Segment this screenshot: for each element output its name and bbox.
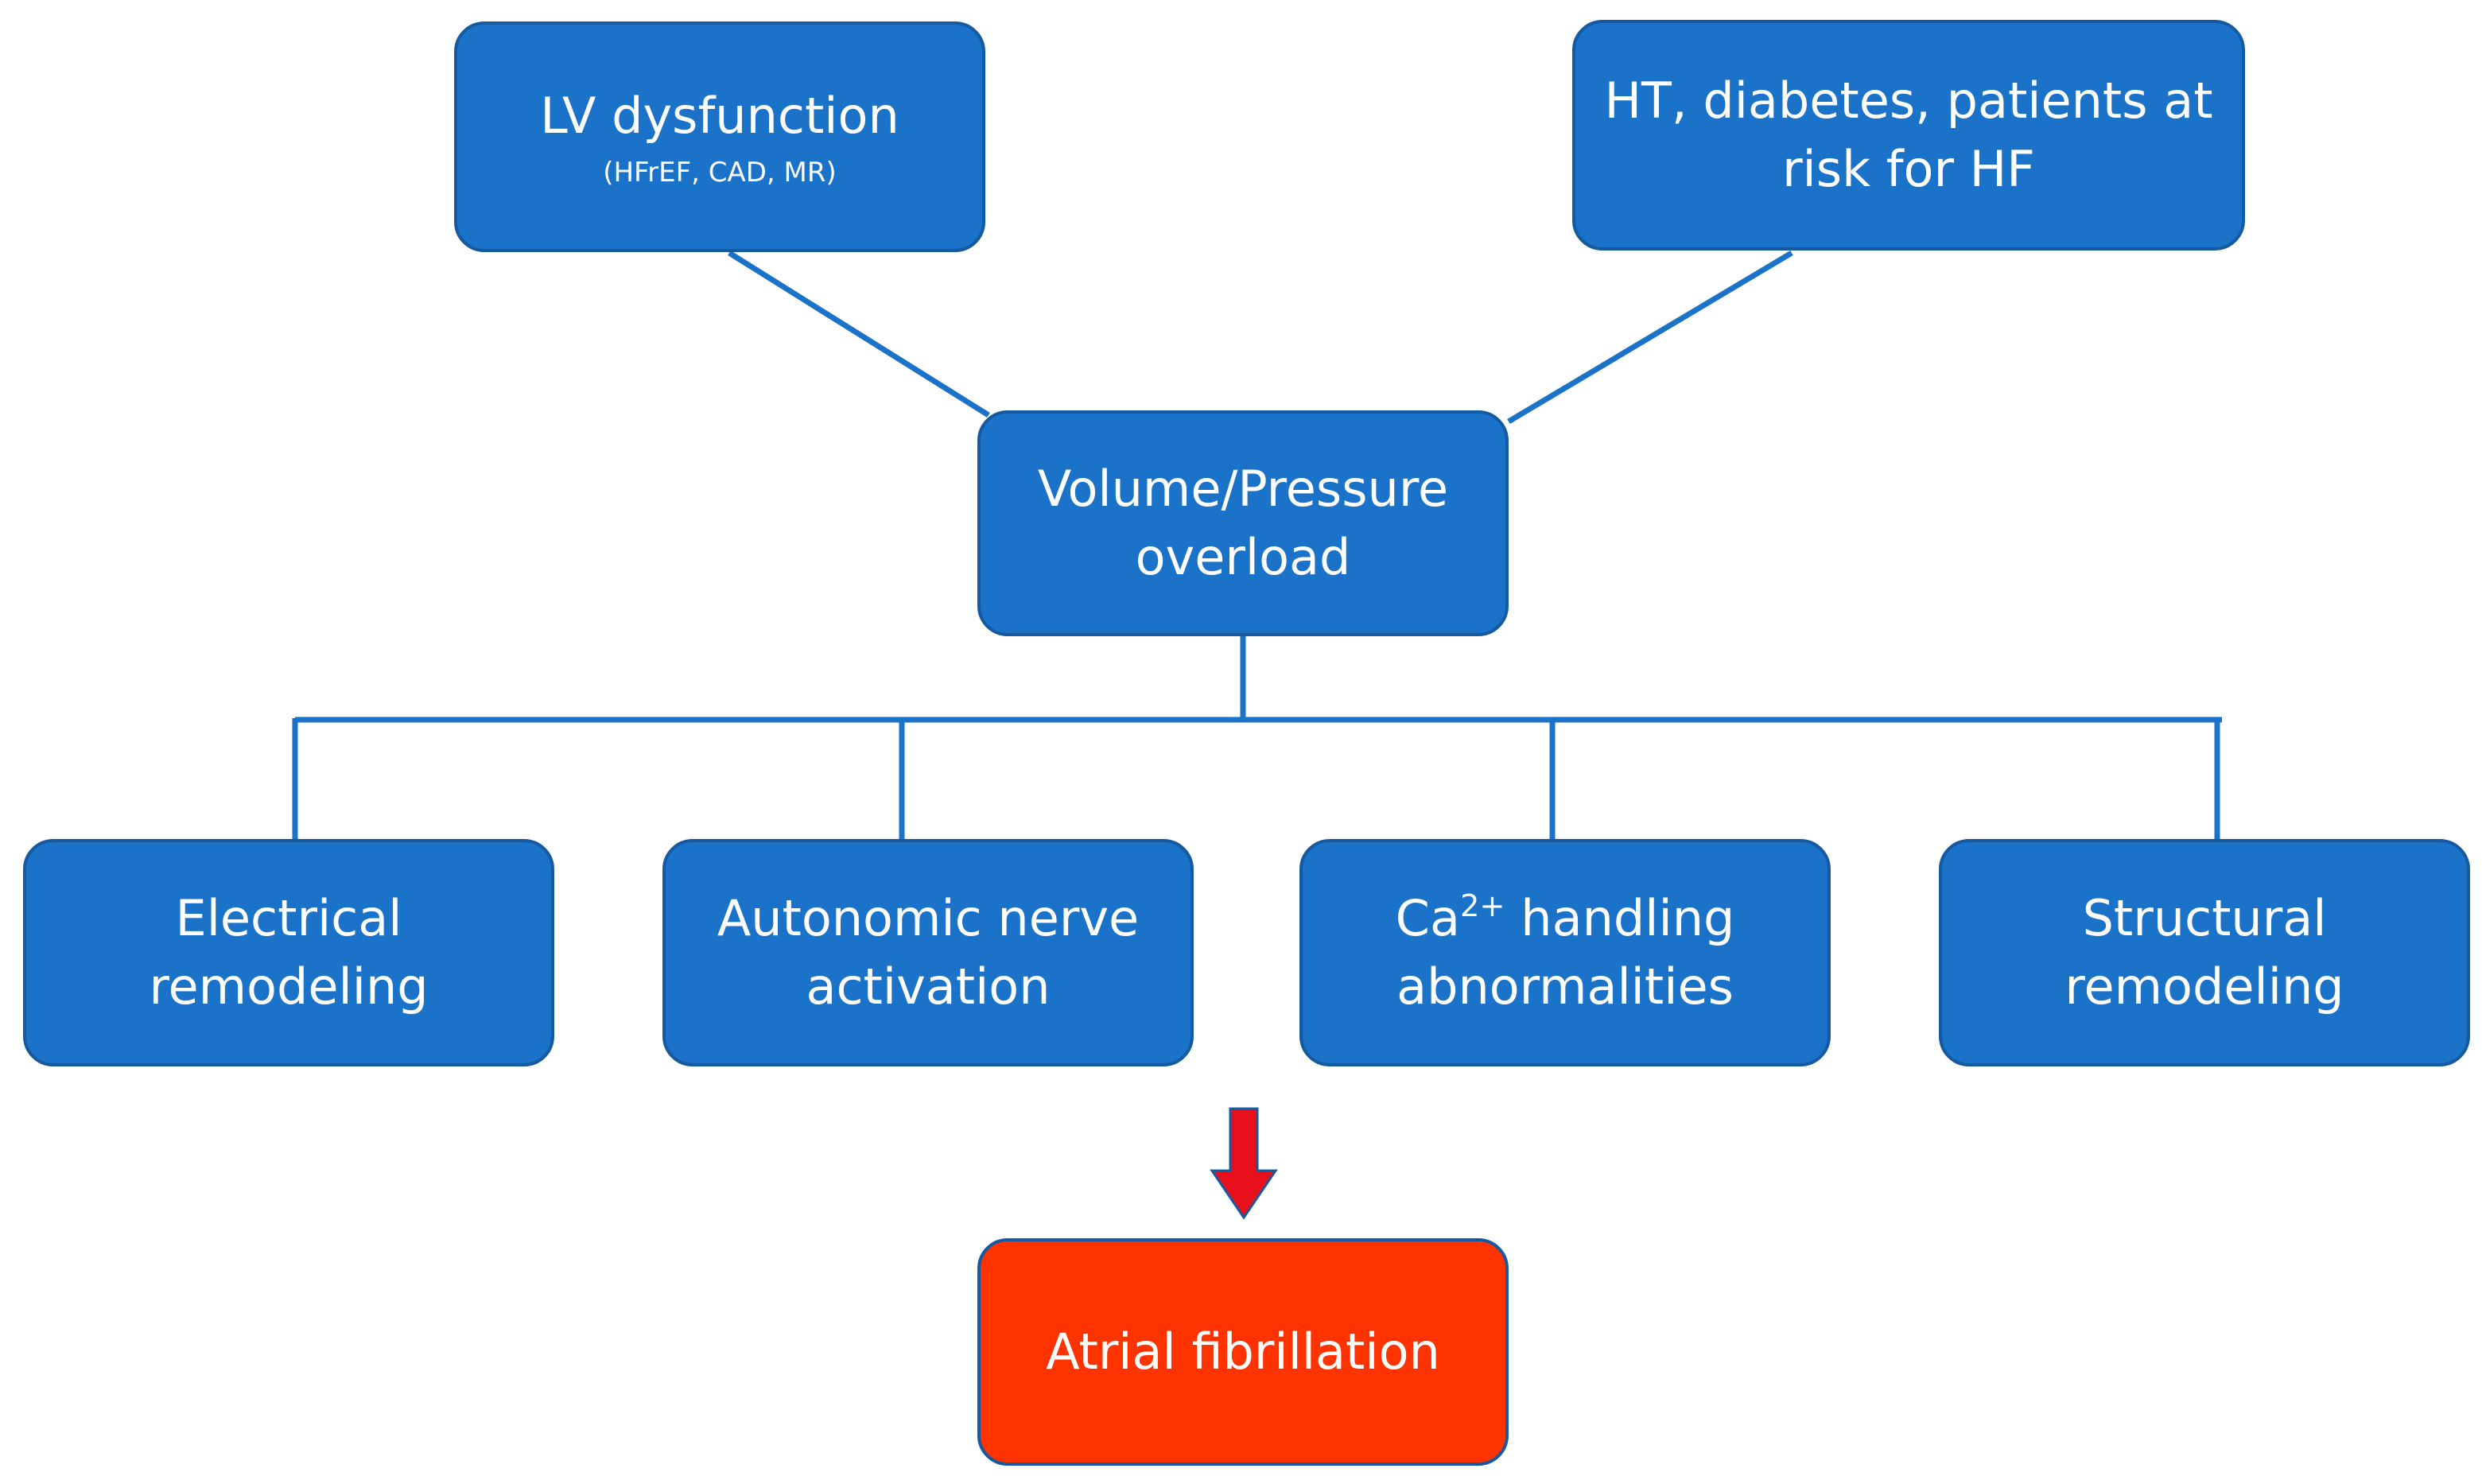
node-risk-factors-line1: HT, diabetes, patients at <box>1604 72 2213 130</box>
down-arrow-icon <box>1210 1107 1278 1220</box>
node-calcium-line1: Ca2+ handling <box>1396 884 1735 953</box>
node-structural-line1: Structural <box>2082 889 2327 948</box>
node-calcium-prefix: Ca <box>1395 889 1460 948</box>
node-atrial-fibrillation-label: Atrial fibrillation <box>1046 1323 1440 1381</box>
connector-risk-to-overload <box>1507 250 1793 425</box>
node-risk-factors: HT, diabetes, patients at risk for HF <box>1572 20 2245 251</box>
node-overload-line1: Volume/Pressure <box>1037 460 1449 519</box>
node-electrical-remodeling: Electrical remodeling <box>23 839 554 1066</box>
node-volume-pressure-overload: Volume/Pressure overload <box>977 410 1509 636</box>
node-lv-dysfunction: LV dysfunction (HFrEF, CAD, MR) <box>454 21 985 252</box>
node-electrical-line2: remodeling <box>149 958 429 1016</box>
node-overload-line2: overload <box>1135 528 1351 586</box>
node-calcium-line2: abnormalities <box>1396 958 1734 1016</box>
node-autonomic-line1: Autonomic nerve <box>717 889 1140 948</box>
node-atrial-fibrillation: Atrial fibrillation <box>977 1238 1509 1466</box>
connector-lv-to-overload <box>728 251 990 418</box>
node-electrical-line1: Electrical <box>175 889 402 948</box>
node-calcium-handling-abnormalities: Ca2+ handling abnormalities <box>1299 839 1831 1066</box>
node-calcium-suffix: handling <box>1505 889 1735 948</box>
node-risk-factors-line2: risk for HF <box>1782 140 2035 198</box>
node-autonomic-line2: activation <box>806 958 1051 1016</box>
node-lv-dysfunction-subtitle: (HFrEF, CAD, MR) <box>603 157 837 189</box>
node-structural-remodeling: Structural remodeling <box>1939 839 2470 1066</box>
node-structural-line2: remodeling <box>2064 958 2344 1016</box>
node-lv-dysfunction-title: LV dysfunction <box>540 86 899 145</box>
node-autonomic-nerve-activation: Autonomic nerve activation <box>662 839 1194 1066</box>
node-calcium-superscript: 2+ <box>1459 888 1505 925</box>
